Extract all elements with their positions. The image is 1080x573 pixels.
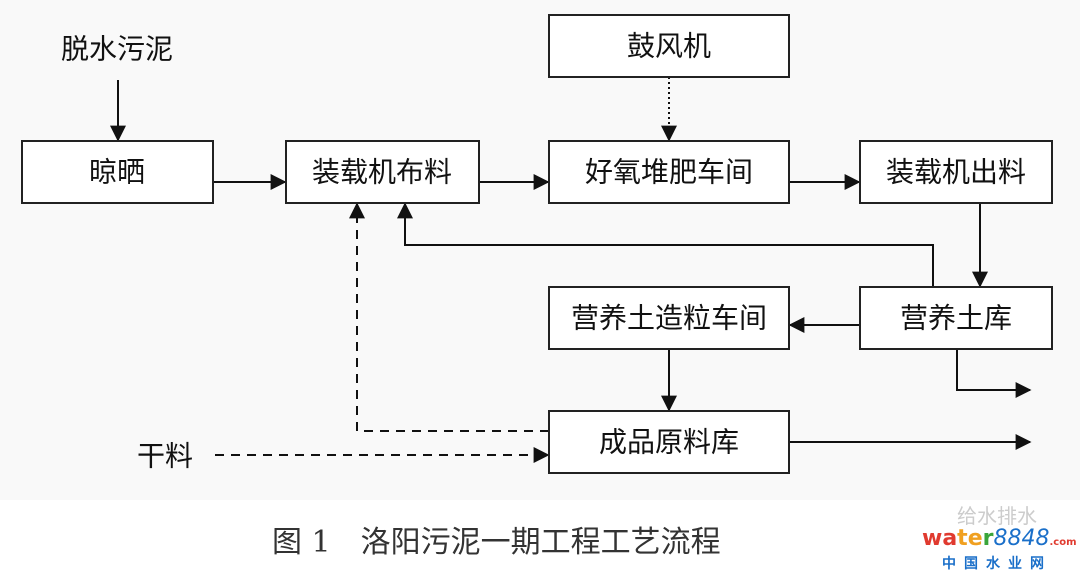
- node-drying-label: 晾晒: [89, 156, 145, 189]
- figure-caption: 图 1 洛阳污泥一期工程工艺流程: [272, 525, 721, 560]
- node-loader-feeding-label: 装载机布料: [312, 156, 452, 189]
- diagram-background: [0, 0, 1080, 500]
- label-dewatered-sludge: 脱水污泥: [61, 33, 173, 66]
- node-drying: 晾晒: [21, 140, 214, 204]
- node-blower-label: 鼓风机: [627, 30, 711, 63]
- label-dry-material: 干料: [137, 440, 193, 473]
- node-nutrient-soil-store-label: 营养土库: [900, 302, 1012, 335]
- edge-soil-store-return-to-feeding: [397, 202, 934, 287]
- node-aerobic-composting-label: 好氧堆肥车间: [585, 156, 753, 189]
- node-aerobic-composting: 好氧堆肥车间: [548, 140, 790, 204]
- watermark-line3: 中国水业网: [942, 556, 1052, 572]
- watermark-brand: water8848.com: [922, 526, 1077, 551]
- node-product-material-store: 成品原料库: [548, 410, 790, 474]
- edges: [110, 77, 1032, 463]
- node-blower: 鼓风机: [548, 14, 790, 78]
- node-granulation-workshop: 营养土造粒车间: [548, 286, 790, 350]
- node-nutrient-soil-store: 营养土库: [859, 286, 1053, 350]
- node-loader-feeding: 装载机布料: [285, 140, 480, 204]
- edge-product-return-to-feeding: [349, 202, 549, 432]
- watermark-logo: 给水排水 water8848.com 中国水业网: [922, 500, 1077, 573]
- node-granulation-workshop-label: 营养土造粒车间: [571, 302, 767, 335]
- node-loader-discharge-label: 装载机出料: [886, 156, 1026, 189]
- node-product-material-store-label: 成品原料库: [599, 426, 739, 459]
- edge-soil-store-output: [956, 349, 1032, 398]
- watermark-line1: 给水排水: [957, 504, 1037, 528]
- node-loader-discharge: 装载机出料: [859, 140, 1053, 204]
